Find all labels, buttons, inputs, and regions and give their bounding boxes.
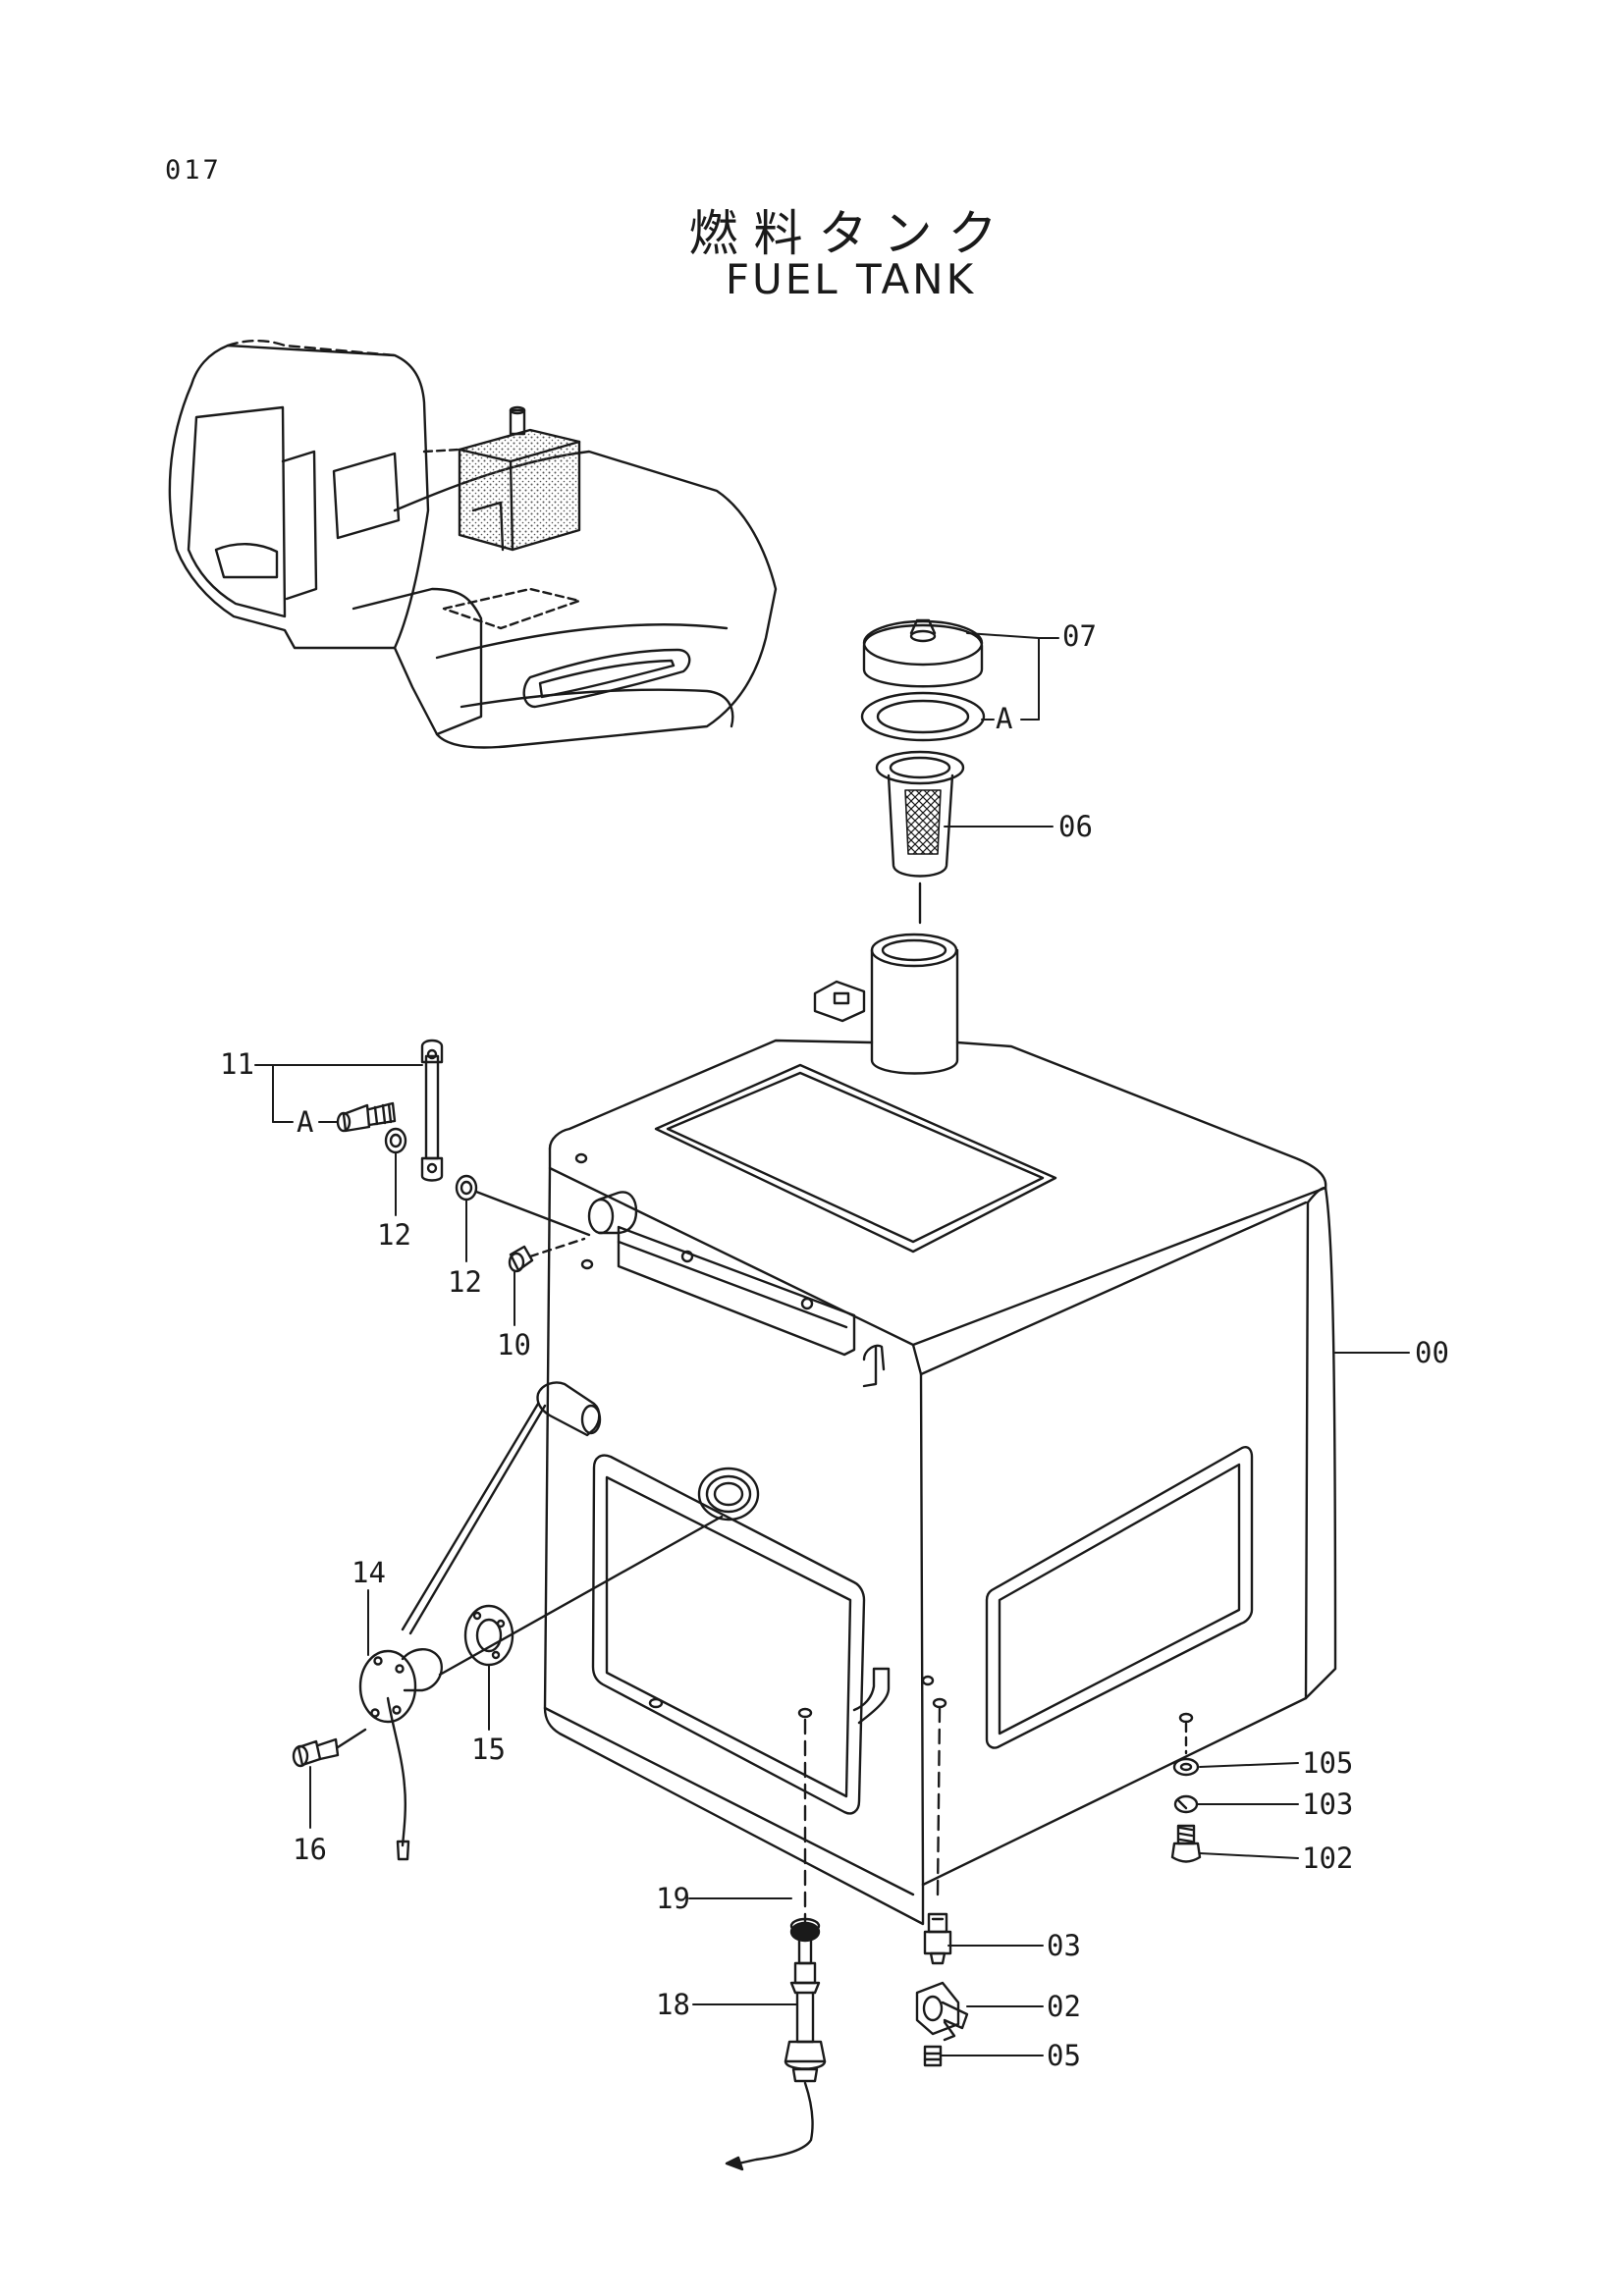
part-label-11: 11	[220, 1047, 254, 1081]
part-label-00: 00	[1415, 1336, 1449, 1369]
part-number-labels: 07 A 06 00 11 A 12 12 10 14 15 16 19 18 …	[220, 619, 1449, 2072]
page-title-japanese: 燃料タンク	[688, 205, 1013, 262]
reference-label-a: A	[297, 1105, 313, 1139]
sender-gasket	[463, 1604, 514, 1667]
page-number: 017	[165, 155, 222, 186]
strainer	[875, 750, 965, 925]
part-label-105: 105	[1302, 1746, 1353, 1780]
part-label-16: 16	[293, 1833, 327, 1866]
drain-fittings	[725, 1706, 1202, 2171]
part-label-18: 18	[656, 1988, 690, 2021]
page-title-english: FUEL TANK	[725, 255, 977, 303]
part-label-15: 15	[471, 1733, 506, 1766]
part-label-14: 14	[352, 1556, 386, 1589]
part-label-05: 05	[1047, 2039, 1081, 2072]
reference-label-a: A	[996, 702, 1012, 735]
excavator-overview	[168, 339, 778, 749]
part-label-03: 03	[1047, 1929, 1081, 1962]
part-label-07: 07	[1062, 619, 1097, 653]
fuel-cap-assembly	[860, 618, 986, 742]
screw	[292, 1728, 367, 1768]
part-label-19: 19	[656, 1882, 690, 1915]
part-label-06: 06	[1058, 810, 1093, 843]
leader-lines	[254, 632, 1410, 2056]
part-label-12: 12	[377, 1218, 411, 1252]
part-label-103: 103	[1302, 1788, 1353, 1821]
fuel-tank	[543, 933, 1337, 1926]
part-label-12: 12	[448, 1265, 482, 1299]
part-label-102: 102	[1302, 1842, 1353, 1875]
part-label-10: 10	[497, 1328, 531, 1362]
level-gauge	[336, 1039, 591, 1273]
fuel-level-sender	[358, 1381, 724, 1861]
part-label-02: 02	[1047, 1990, 1081, 2023]
